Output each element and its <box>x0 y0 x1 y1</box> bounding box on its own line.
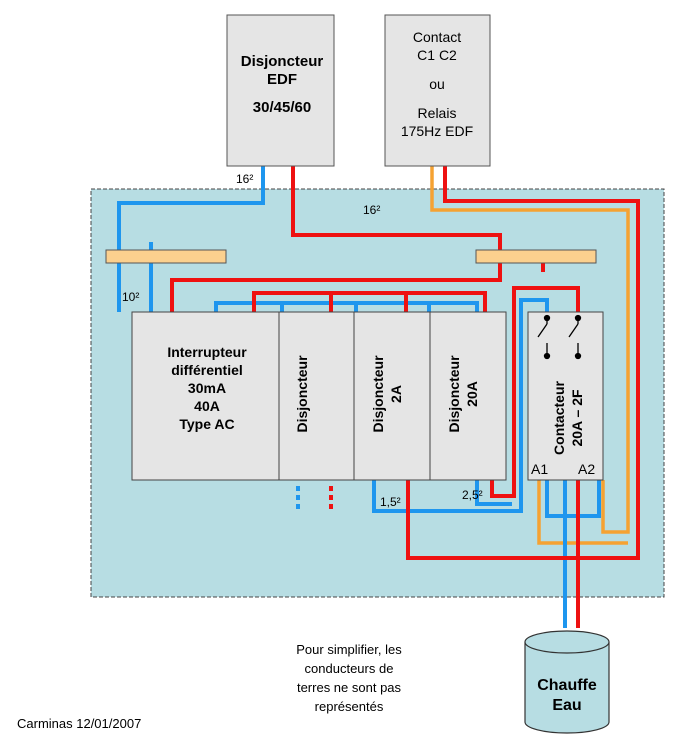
rcd-line2: différentiel <box>171 362 243 378</box>
neutral-bus-bar <box>105 249 227 264</box>
rcd-box <box>131 311 280 481</box>
contactor-rating: 20A – 2F <box>569 389 585 447</box>
edf-breaker-line2: EDF <box>267 71 297 88</box>
breaker-3-box <box>429 311 507 481</box>
contact-line1: Contact <box>413 29 461 45</box>
note-line3: terres ne sont pas <box>297 680 402 695</box>
breaker-3-label: Disjoncteur <box>446 355 462 433</box>
contactor-box <box>527 311 604 481</box>
neutral-wires <box>117 166 601 628</box>
contact-line2: C1 C2 <box>417 47 457 63</box>
phase-wires <box>170 166 640 628</box>
contactor-coil-a2: A2 <box>578 461 595 477</box>
contactor-coil-a1: A1 <box>531 461 548 477</box>
edf-breaker-line1: Disjoncteur <box>241 53 324 70</box>
water-heater: Chauffe Eau <box>524 630 610 734</box>
phase-bus-bar <box>475 249 597 264</box>
edf-breaker-box <box>226 14 335 167</box>
breaker-2-box <box>353 311 431 481</box>
wire-label-main: 16² <box>363 203 380 217</box>
breaker-1-label: Disjoncteur <box>294 355 310 433</box>
wire-label-circuit-a: 1,5² <box>380 495 401 509</box>
contact-line3: ou <box>429 76 445 92</box>
contact-relay-box <box>384 14 491 167</box>
breaker-1-box <box>278 311 355 481</box>
water-heater-line1: Chauffe <box>537 677 597 694</box>
wire-label-bus-drop: 10² <box>122 290 139 304</box>
edf-breaker-rating: 30/45/60 <box>253 99 311 116</box>
contactor-switch-icon <box>537 314 582 360</box>
water-heater-line2: Eau <box>552 697 581 714</box>
breaker-2-rating: 2A <box>388 385 404 403</box>
contactor-label: Contacteur <box>551 381 567 455</box>
signature: Carminas 12/01/2007 <box>17 716 141 731</box>
breaker-3-rating: 20A <box>464 381 480 407</box>
contact-line4: Relais <box>418 105 457 121</box>
note-line1: Pour simplifier, les <box>296 642 402 657</box>
rcd-line1: Interrupteur <box>167 344 247 360</box>
rcd-line5: Type AC <box>179 416 234 432</box>
breaker-2-label: Disjoncteur <box>370 355 386 433</box>
contact-line5: 175Hz EDF <box>401 123 473 139</box>
control-wires <box>430 166 630 545</box>
rcd-line3: 30mA <box>188 380 226 396</box>
wire-label-circuit-b: 2,5² <box>462 488 483 502</box>
wire-label-edf-out: 16² <box>236 172 253 186</box>
note-line4: représentés <box>315 699 384 714</box>
rcd-line4: 40A <box>194 398 220 414</box>
note-line2: conducteurs de <box>305 661 394 676</box>
